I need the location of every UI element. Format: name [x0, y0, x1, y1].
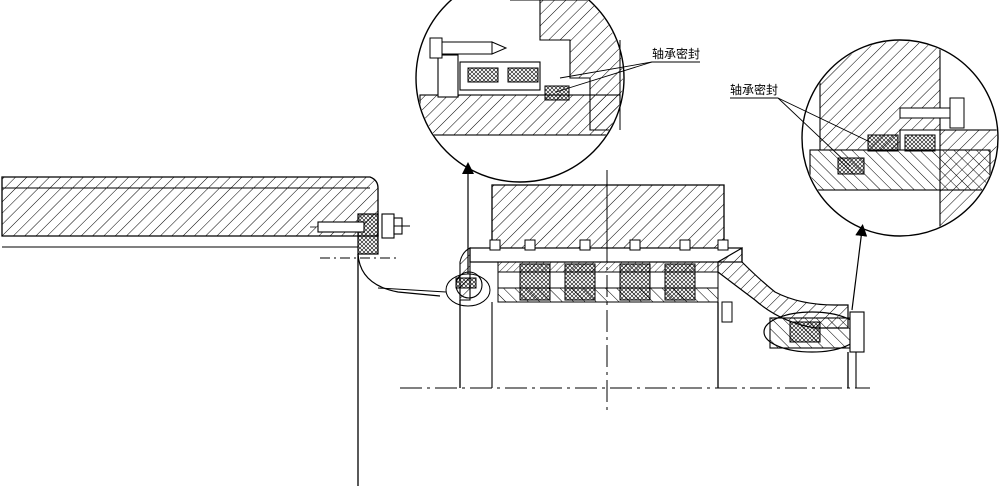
right-detail-callout — [801, 39, 999, 237]
left-detail-callout — [415, 0, 625, 183]
left-bolt — [310, 213, 410, 239]
left-flange — [357, 213, 441, 486]
leader-arrows — [377, 162, 868, 311]
main-left-end-cap — [455, 247, 493, 388]
callout-left-label: 轴承密封 — [652, 46, 700, 61]
centerlines — [320, 170, 870, 412]
small-bearing — [763, 311, 865, 388]
left-drum-section — [1, 176, 379, 248]
callout-right-label: 轴承密封 — [730, 82, 778, 97]
callout-labels: 轴承密封 轴承密封 — [555, 46, 871, 167]
main-bearing-ring — [469, 239, 743, 303]
